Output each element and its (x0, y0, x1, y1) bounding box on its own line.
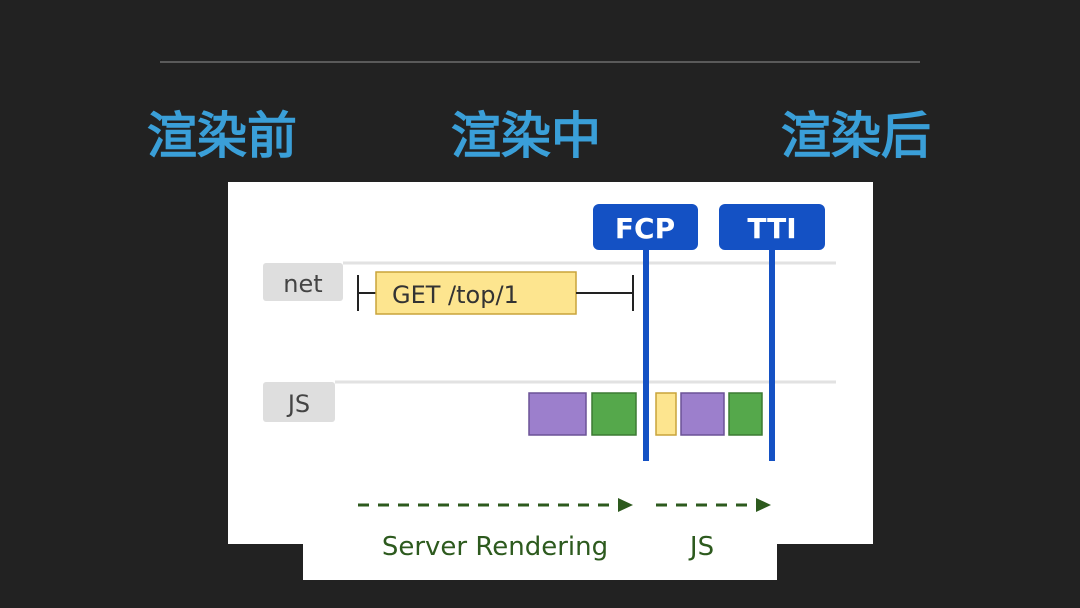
stage-title-before: 渲染前 (147, 107, 297, 165)
fcp-marker-tag (593, 204, 698, 250)
js-lane-label: JS (286, 390, 310, 418)
request-label: GET /top/1 (392, 281, 519, 309)
js-task-block (528, 392, 587, 436)
js-phase-label: JS (688, 532, 714, 562)
net-lane-label: net (283, 270, 322, 298)
top-divider (160, 61, 920, 63)
server-rendering-label: Server Rendering (382, 532, 608, 562)
js-phase-arrowhead (756, 498, 771, 512)
diagram-panel-tab (303, 530, 777, 580)
js-task-block (655, 392, 677, 436)
js-lane-label-box (263, 382, 335, 422)
js-task-block (591, 392, 637, 436)
js-task-block (680, 392, 725, 436)
stage-title-after: 渲染后 (781, 107, 931, 165)
stage-title-during: 渲染中 (451, 107, 601, 165)
tti-marker-label: TTI (747, 212, 796, 245)
fcp-marker-label: FCP (615, 212, 675, 245)
net-lane-label-box (263, 263, 343, 301)
request-bar (375, 271, 577, 315)
js-task-block (728, 392, 763, 436)
tti-marker-tag (719, 204, 825, 250)
server-rendering-arrowhead (618, 498, 633, 512)
